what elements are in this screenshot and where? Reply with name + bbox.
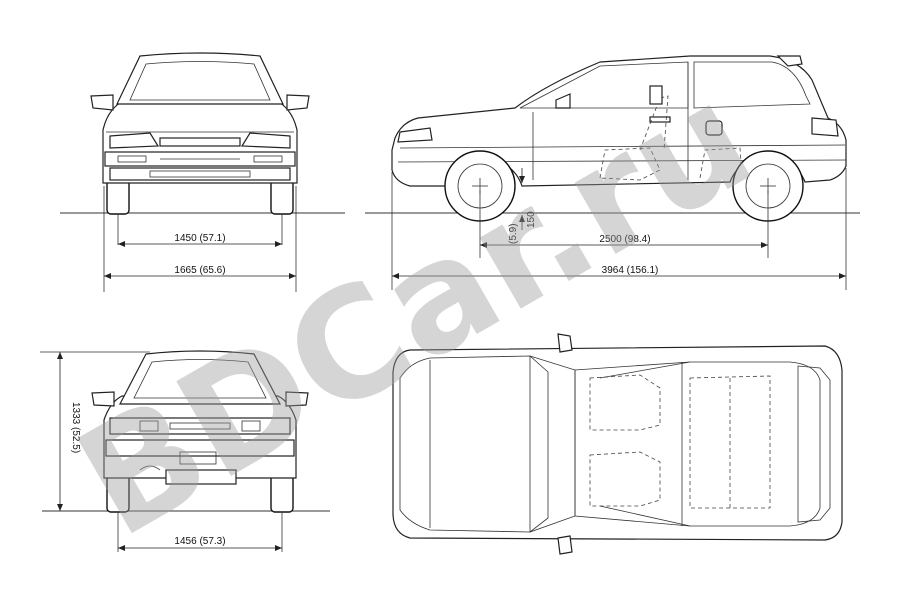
top-view — [392, 333, 843, 555]
side-view: 150 (5.9) 2500 (98.4) 3964 (156.1) — [365, 55, 860, 290]
rear-view: 1333 (52.5) 1456 (57.3) — [40, 350, 330, 552]
front-track-label: 1450 (57.1) — [174, 233, 225, 244]
wheelbase-label: 2500 (98.4) — [599, 234, 650, 245]
front-width-label: 1665 (65.6) — [174, 265, 225, 276]
rear-height-label: 1333 (52.5) — [70, 402, 81, 453]
overall-length-label: 3964 (156.1) — [602, 265, 659, 276]
ground-clearance-label: 150 — [526, 211, 537, 228]
ground-clearance-in-label: (5.9) — [508, 223, 519, 244]
front-view: 1450 (57.1) 1665 (65.6) — [60, 52, 345, 292]
rear-track-label: 1456 (57.3) — [174, 536, 225, 547]
